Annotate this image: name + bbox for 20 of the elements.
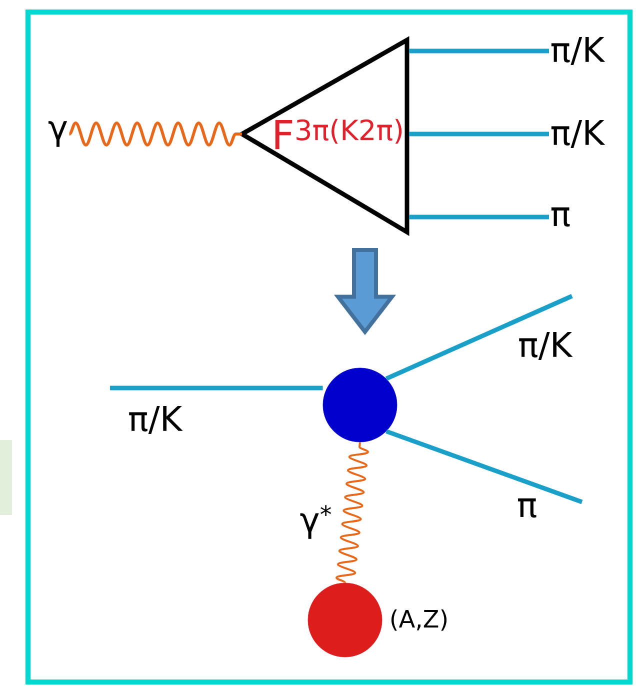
block-arrow xyxy=(334,248,396,336)
particle-line xyxy=(386,429,583,504)
vertex-circle xyxy=(322,368,398,442)
particle-line xyxy=(409,132,549,136)
photon-line xyxy=(336,442,369,584)
particle-line xyxy=(409,214,549,220)
particle-label: π/K xyxy=(551,37,606,65)
vertex-circle xyxy=(308,582,382,658)
particle-label: π xyxy=(551,207,570,227)
edge-label: π/K xyxy=(516,331,574,361)
particle-label: π/K xyxy=(551,120,606,148)
edge-label: π xyxy=(516,497,538,519)
edge-label: π/K xyxy=(126,405,184,435)
particle-line xyxy=(110,386,323,390)
nucleus-label: (A,Z) xyxy=(391,609,447,631)
particle-line xyxy=(385,294,573,381)
edge-label: γ$^{*}$ xyxy=(298,504,334,540)
photon-line xyxy=(68,122,242,146)
particle-label: γ xyxy=(48,121,68,147)
particle-line xyxy=(409,48,549,54)
